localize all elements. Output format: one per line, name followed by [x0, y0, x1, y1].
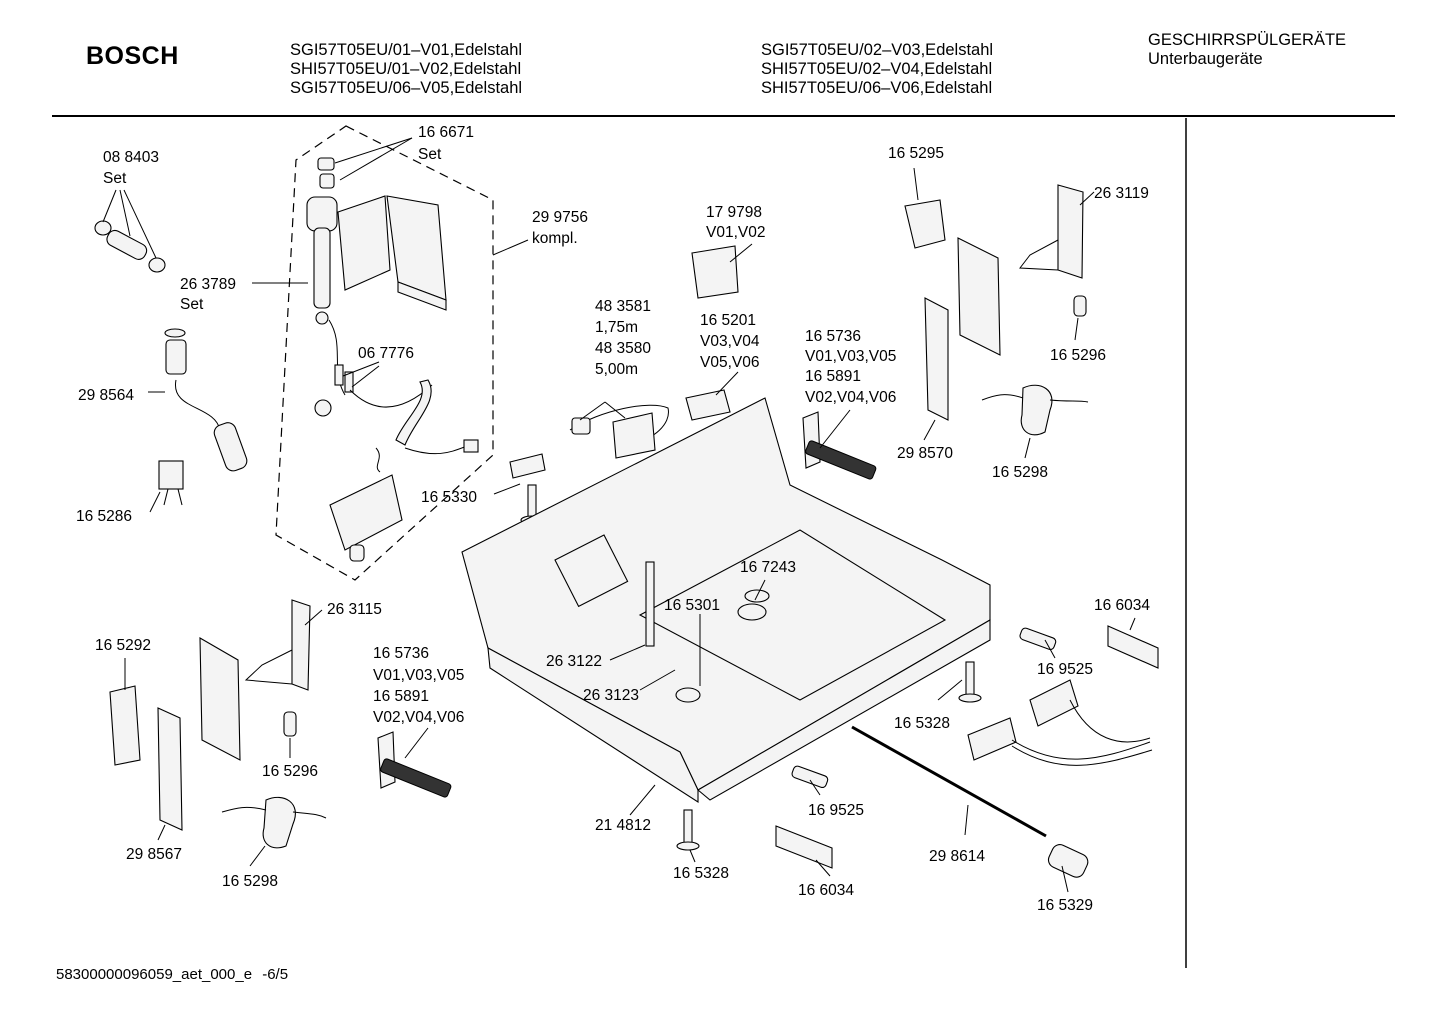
model-line: SHI57T05EU/06–V06,Edelstahl	[761, 79, 993, 97]
aquastop-valve-assembly	[306, 157, 391, 396]
bracket-165295	[904, 199, 946, 249]
part-label-165295: 16 5295	[888, 145, 944, 162]
category-title: GESCHIRRSPÜLGERÄTE	[1148, 31, 1347, 49]
leader-lines	[102, 137, 1136, 893]
model-line: SGI57T05EU/06–V05,Edelstahl	[290, 79, 523, 97]
part-label-169525b: 16 9525	[808, 802, 864, 819]
control-module-bracket	[329, 474, 403, 562]
screw-165328b	[676, 809, 700, 851]
part-label-214812: 21 4812	[595, 817, 651, 834]
part-label-165301: 16 5301	[664, 597, 720, 614]
mount-plate-263115	[244, 599, 311, 691]
part-label-165330: 16 5330	[421, 489, 477, 506]
part-label-298564: 29 8564	[78, 387, 134, 404]
side-bracket-298567	[157, 637, 241, 831]
part-label-165328b: 16 5328	[673, 865, 729, 882]
part-label-298614: 29 8614	[929, 848, 985, 865]
screw-169525a	[1019, 627, 1057, 651]
document-footer: 58300000096059_aet_000_e -6/5	[56, 966, 288, 983]
category-subtitle: Unterbaugeräte	[1148, 50, 1263, 68]
part-label-166034b: 16 6034	[798, 882, 854, 899]
valve-cover	[386, 195, 447, 311]
heater-relay	[691, 245, 739, 299]
part-label-169525a: 16 9525	[1037, 661, 1093, 678]
brand-logo: BOSCH	[86, 42, 179, 70]
connector-block	[685, 389, 731, 421]
strip-166034b	[775, 825, 833, 869]
part-label-167243: 16 7243	[740, 559, 796, 576]
sensor-wires	[314, 364, 479, 473]
small-clip-165296a	[1073, 295, 1087, 317]
part-label-165298b: 16 5298	[222, 873, 278, 890]
part-label-263122: 26 3122	[546, 653, 602, 670]
screw-169525b	[791, 765, 829, 789]
document-id: 58300000096059_aet_000_e	[56, 966, 253, 983]
part-label-298570: 29 8570	[897, 445, 953, 462]
part-label-165296a: 16 5296	[1050, 347, 1106, 364]
model-list-left: SGI57T05EU/01–V01,Edelstahl SHI57T05EU/0…	[290, 41, 522, 98]
part-label-298567: 29 8567	[126, 846, 182, 863]
base-tub	[461, 397, 991, 804]
model-list-right: SGI57T05EU/02–V03,Edelstahl SHI57T05EU/0…	[761, 41, 993, 98]
part-label-263123: 26 3123	[583, 687, 639, 704]
part-label-166034a: 16 6034	[1094, 597, 1150, 614]
part-label-165329: 16 5329	[1037, 897, 1093, 914]
part-label-165328a: 16 5328	[894, 715, 950, 732]
model-line: SHI57T05EU/02–V04,Edelstahl	[761, 60, 993, 78]
cable-harness	[569, 404, 669, 459]
part-label-263115: 26 3115	[327, 601, 382, 618]
hinge-165298b	[221, 796, 327, 849]
model-line: SHI57T05EU/01–V02,Edelstahl	[290, 60, 522, 78]
wiring-connectors	[967, 679, 1153, 766]
corrugated-hose	[164, 328, 248, 472]
screw-165328a	[958, 661, 982, 703]
hinge-165298a	[981, 384, 1089, 436]
strip-166034a	[1107, 625, 1159, 669]
part-label-165286: 16 5286	[76, 508, 132, 525]
rod-298614	[851, 725, 1047, 838]
model-line: SGI57T05EU/01–V01,Edelstahl	[290, 41, 523, 59]
part-label-067776: 06 7776	[358, 345, 414, 362]
vertical-post	[645, 561, 655, 647]
appliance-category: GESCHIRRSPÜLGERÄTE Unterbaugeräte	[1148, 31, 1346, 69]
part-label-263119: 26 3119	[1094, 185, 1149, 202]
spring-165736b	[377, 731, 452, 798]
clip-part	[158, 460, 184, 506]
part-label-165296b: 16 5296	[262, 763, 318, 780]
model-line: SGI57T05EU/02–V03,Edelstahl	[761, 41, 994, 59]
level-sensor	[509, 453, 546, 479]
disc-263123	[675, 687, 701, 703]
assembly-boundary	[275, 125, 494, 581]
hose-clamp-set	[94, 220, 166, 273]
page-number: -6/5	[262, 966, 289, 983]
spring-165736a	[802, 411, 877, 480]
small-clip-165296b	[283, 711, 297, 737]
part-label-165292: 16 5292	[95, 637, 151, 654]
side-bracket-298570	[924, 237, 1001, 421]
mount-plate-263119	[1019, 184, 1084, 279]
part-label-165298a: 16 5298	[992, 464, 1048, 481]
bracket-165292	[109, 685, 141, 766]
cap-165329	[1047, 844, 1089, 878]
